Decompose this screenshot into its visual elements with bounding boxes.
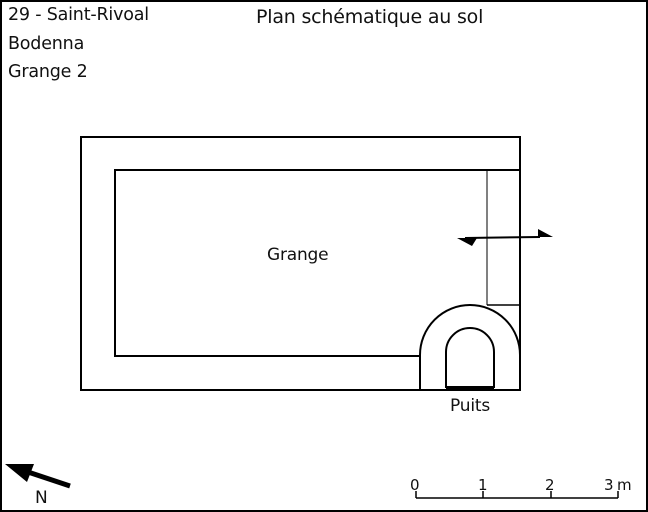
inner-wall <box>114 169 520 357</box>
well-outer-arch <box>419 304 521 390</box>
building-name: Grange 2 <box>8 62 88 82</box>
room-label-grange: Grange <box>267 245 329 265</box>
scale-tick-2: 2 <box>545 476 555 494</box>
location-commune: 29 - Saint-Rivoal <box>8 5 149 25</box>
north-label: N <box>35 488 48 508</box>
scale-tick-3: 3 <box>604 476 614 494</box>
location-hamlet: Bodenna <box>8 34 85 54</box>
scale-unit: m <box>617 476 632 494</box>
passage-arrow-icon <box>457 229 553 246</box>
plan-title: Plan schématique au sol <box>256 6 484 28</box>
outer-wall <box>80 136 521 391</box>
scale-bar <box>415 491 619 499</box>
north-arrow-icon <box>5 464 71 489</box>
scale-tick-0: 0 <box>410 476 420 494</box>
well-label: Puits <box>450 396 490 416</box>
well-inner-arch <box>445 327 495 388</box>
scale-tick-1: 1 <box>478 476 488 494</box>
